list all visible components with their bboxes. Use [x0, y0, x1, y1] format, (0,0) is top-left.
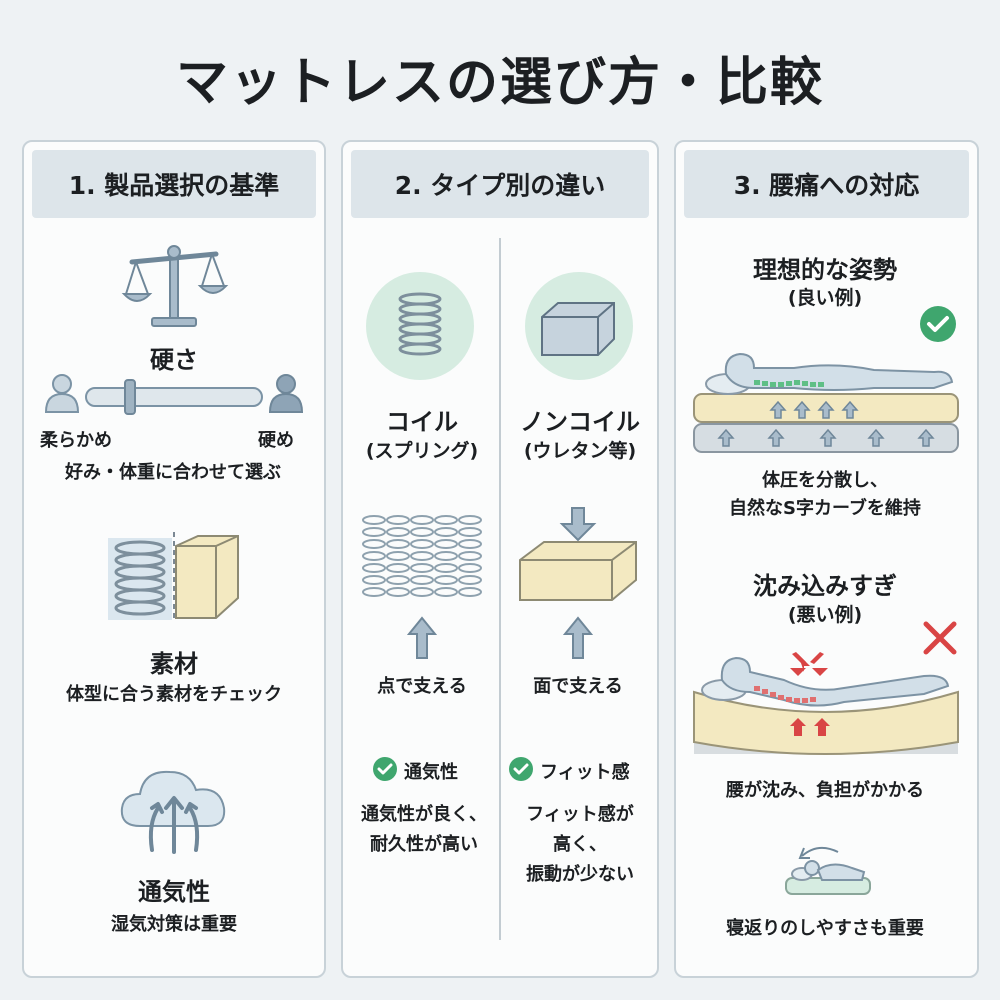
column-divider — [499, 238, 501, 940]
noncoil-support-text: 面で支える — [533, 676, 623, 697]
noncoil-check-label: フィット感 — [540, 762, 630, 783]
hardness-note: 好み・体重に合わせて選ぶ — [65, 462, 281, 483]
hardness-slider-icon — [44, 374, 304, 415]
panel-header: 2. タイプ別の違い — [351, 150, 649, 218]
cloud-airflow-icon — [120, 770, 226, 854]
breath-note: 湿気対策は重要 — [111, 914, 237, 935]
foam-compress-icon — [519, 507, 637, 601]
coil-subtitle: (スプリング) — [365, 440, 479, 462]
coil-note-line1: 通気性が良く、 — [361, 804, 487, 825]
coil-spring-icon — [366, 272, 474, 380]
noncoil-note-line3: 振動が少ない — [526, 864, 634, 885]
check-circle-icon — [373, 757, 397, 781]
hardness-label: 硬さ — [150, 346, 198, 374]
cross-mark-icon — [923, 621, 957, 655]
good-note-line1: 体圧を分散し、 — [762, 470, 888, 491]
noncoil-note-line2: 高く、 — [553, 834, 607, 855]
soft-label: 柔らかめ — [40, 430, 112, 451]
good-note-line2: 自然なS字カーブを維持 — [729, 498, 921, 519]
panel-header: 1. 製品選択の基準 — [32, 150, 316, 218]
bad-posture-subtitle: (悪い例) — [787, 604, 863, 626]
panel-back-pain: 3. 腰痛への対応 — [674, 140, 979, 978]
up-arrow-icon — [562, 616, 594, 659]
bad-posture-title: 沈み込みすぎ — [753, 572, 897, 600]
balance-scale-icon — [121, 245, 229, 327]
coil-name: コイル — [386, 408, 458, 436]
noncoil-name: ノンコイル — [520, 408, 640, 436]
up-arrow-icon — [406, 616, 438, 659]
good-posture-mattress-icon — [693, 352, 959, 453]
bad-note: 腰が沈み、負担がかかる — [726, 780, 924, 801]
material-label: 素材 — [150, 650, 198, 678]
coil-note-line2: 耐久性が高い — [370, 834, 478, 855]
check-circle-icon — [920, 306, 956, 342]
hard-label: 硬め — [258, 430, 294, 451]
turn-note: 寝返りのしやすさも重要 — [726, 918, 924, 939]
foam-block-icon — [525, 272, 633, 380]
breath-label: 通気性 — [138, 878, 210, 906]
material-note: 体型に合う素材をチェック — [66, 684, 282, 705]
coil-support-text: 点で支える — [377, 676, 467, 697]
material-compare-icon — [108, 532, 239, 622]
noncoil-subtitle: (ウレタン等) — [523, 440, 637, 462]
check-circle-icon — [509, 757, 533, 781]
bad-posture-mattress-icon — [693, 652, 959, 755]
noncoil-note-line1: フィット感が — [526, 804, 634, 825]
good-posture-title: 理想的な姿勢 — [753, 256, 897, 284]
good-posture-subtitle: (良い例) — [787, 287, 863, 309]
pocket-coil-grid-icon — [362, 515, 482, 597]
page-title: マットレスの選び方・比較 — [175, 53, 824, 113]
panel-header: 3. 腰痛への対応 — [684, 150, 969, 218]
turning-over-icon — [785, 846, 871, 895]
coil-check-label: 通気性 — [404, 762, 458, 783]
